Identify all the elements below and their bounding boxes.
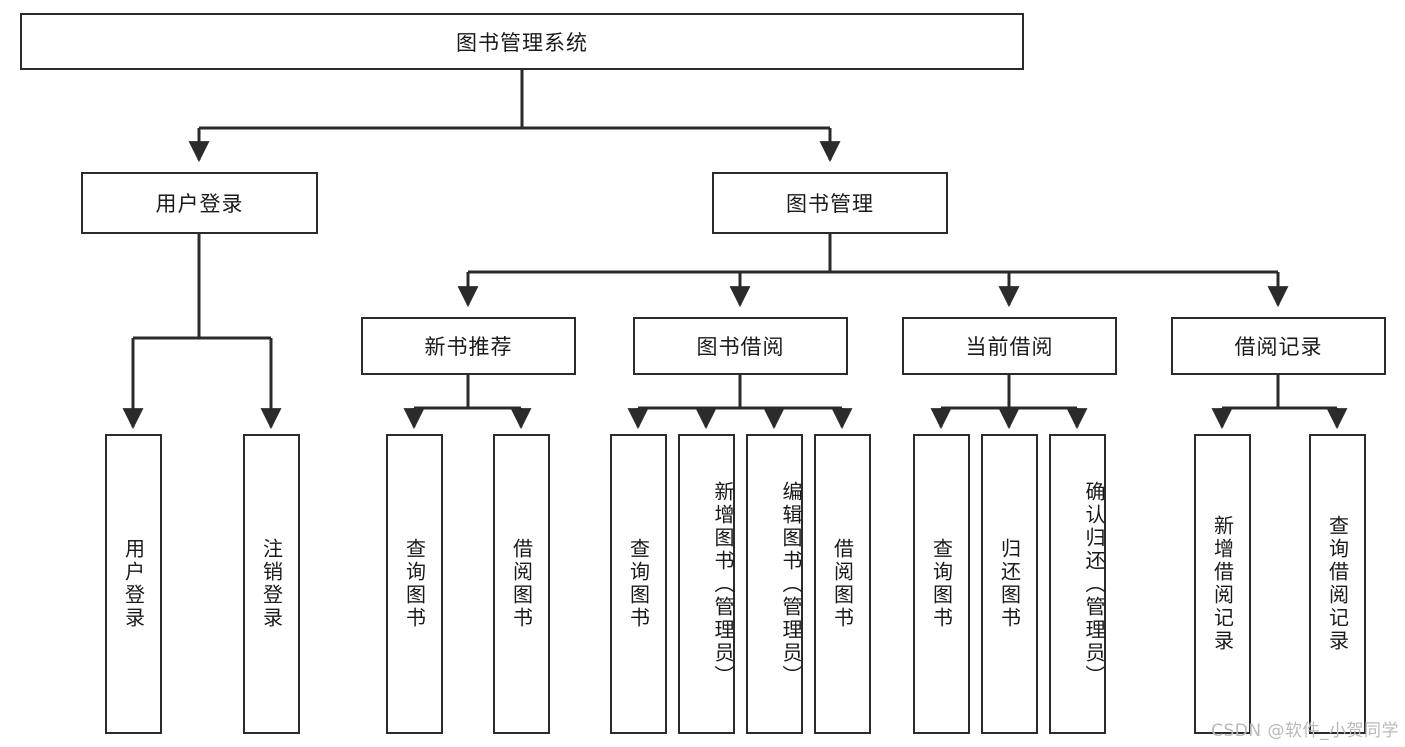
leaf-borrow-book-new-recommend[interactable]: 借阅图书 (493, 434, 550, 734)
node-label: 图书管理系统 (456, 30, 588, 55)
leaf-confirm-return-admin[interactable]: 确认归还（管理员） (1049, 434, 1106, 734)
node-current-borrow[interactable]: 当前借阅 (902, 317, 1117, 375)
node-label: 图书借阅 (696, 335, 785, 359)
node-borrow-record[interactable]: 借阅记录 (1171, 317, 1386, 375)
node-label: 用户登录 (155, 192, 244, 216)
node-book-management[interactable]: 图书管理 (712, 172, 948, 234)
leaf-return-book[interactable]: 归还图书 (981, 434, 1038, 734)
node-label: 新增借阅记录 (1210, 515, 1235, 653)
node-label: 图书管理 (786, 192, 874, 216)
leaf-borrow-book-borrow[interactable]: 借阅图书 (814, 434, 871, 734)
leaf-query-borrow-record[interactable]: 查询借阅记录 (1309, 434, 1366, 734)
node-label: 借阅记录 (1234, 335, 1323, 359)
node-label: 编辑图书（管理员） (779, 480, 803, 688)
node-label: 查询图书 (626, 538, 651, 630)
node-label: 归还图书 (997, 538, 1022, 630)
leaf-query-book-current[interactable]: 查询图书 (913, 434, 970, 734)
node-root-book-management-system[interactable]: 图书管理系统 (20, 13, 1024, 70)
node-user-login[interactable]: 用户登录 (81, 172, 318, 234)
leaf-add-book-admin[interactable]: 新增图书（管理员） (678, 434, 735, 734)
node-label: 注销登录 (259, 538, 284, 630)
leaf-edit-book-admin[interactable]: 编辑图书（管理员） (746, 434, 803, 734)
leaf-user-login[interactable]: 用户登录 (105, 434, 162, 734)
csdn-watermark: CSDN @软件_小贺同学 (1211, 721, 1399, 741)
leaf-query-book-new-recommend[interactable]: 查询图书 (386, 434, 443, 734)
node-label: 查询图书 (402, 538, 427, 630)
node-new-book-recommend[interactable]: 新书推荐 (361, 317, 576, 375)
node-label: 新增图书（管理员） (711, 480, 735, 688)
leaf-logout-login[interactable]: 注销登录 (243, 434, 300, 734)
node-label: 查询图书 (929, 538, 954, 630)
node-label: 借阅图书 (509, 538, 534, 630)
leaf-add-borrow-record[interactable]: 新增借阅记录 (1194, 434, 1251, 734)
node-label: 新书推荐 (424, 335, 513, 359)
node-book-borrow[interactable]: 图书借阅 (633, 317, 848, 375)
node-label: 确认归还（管理员） (1082, 480, 1106, 688)
node-label: 用户登录 (121, 538, 146, 630)
node-label: 当前借阅 (965, 335, 1054, 359)
node-label: 借阅图书 (830, 538, 855, 630)
leaf-query-book-borrow[interactable]: 查询图书 (610, 434, 667, 734)
node-label: 查询借阅记录 (1325, 515, 1350, 653)
